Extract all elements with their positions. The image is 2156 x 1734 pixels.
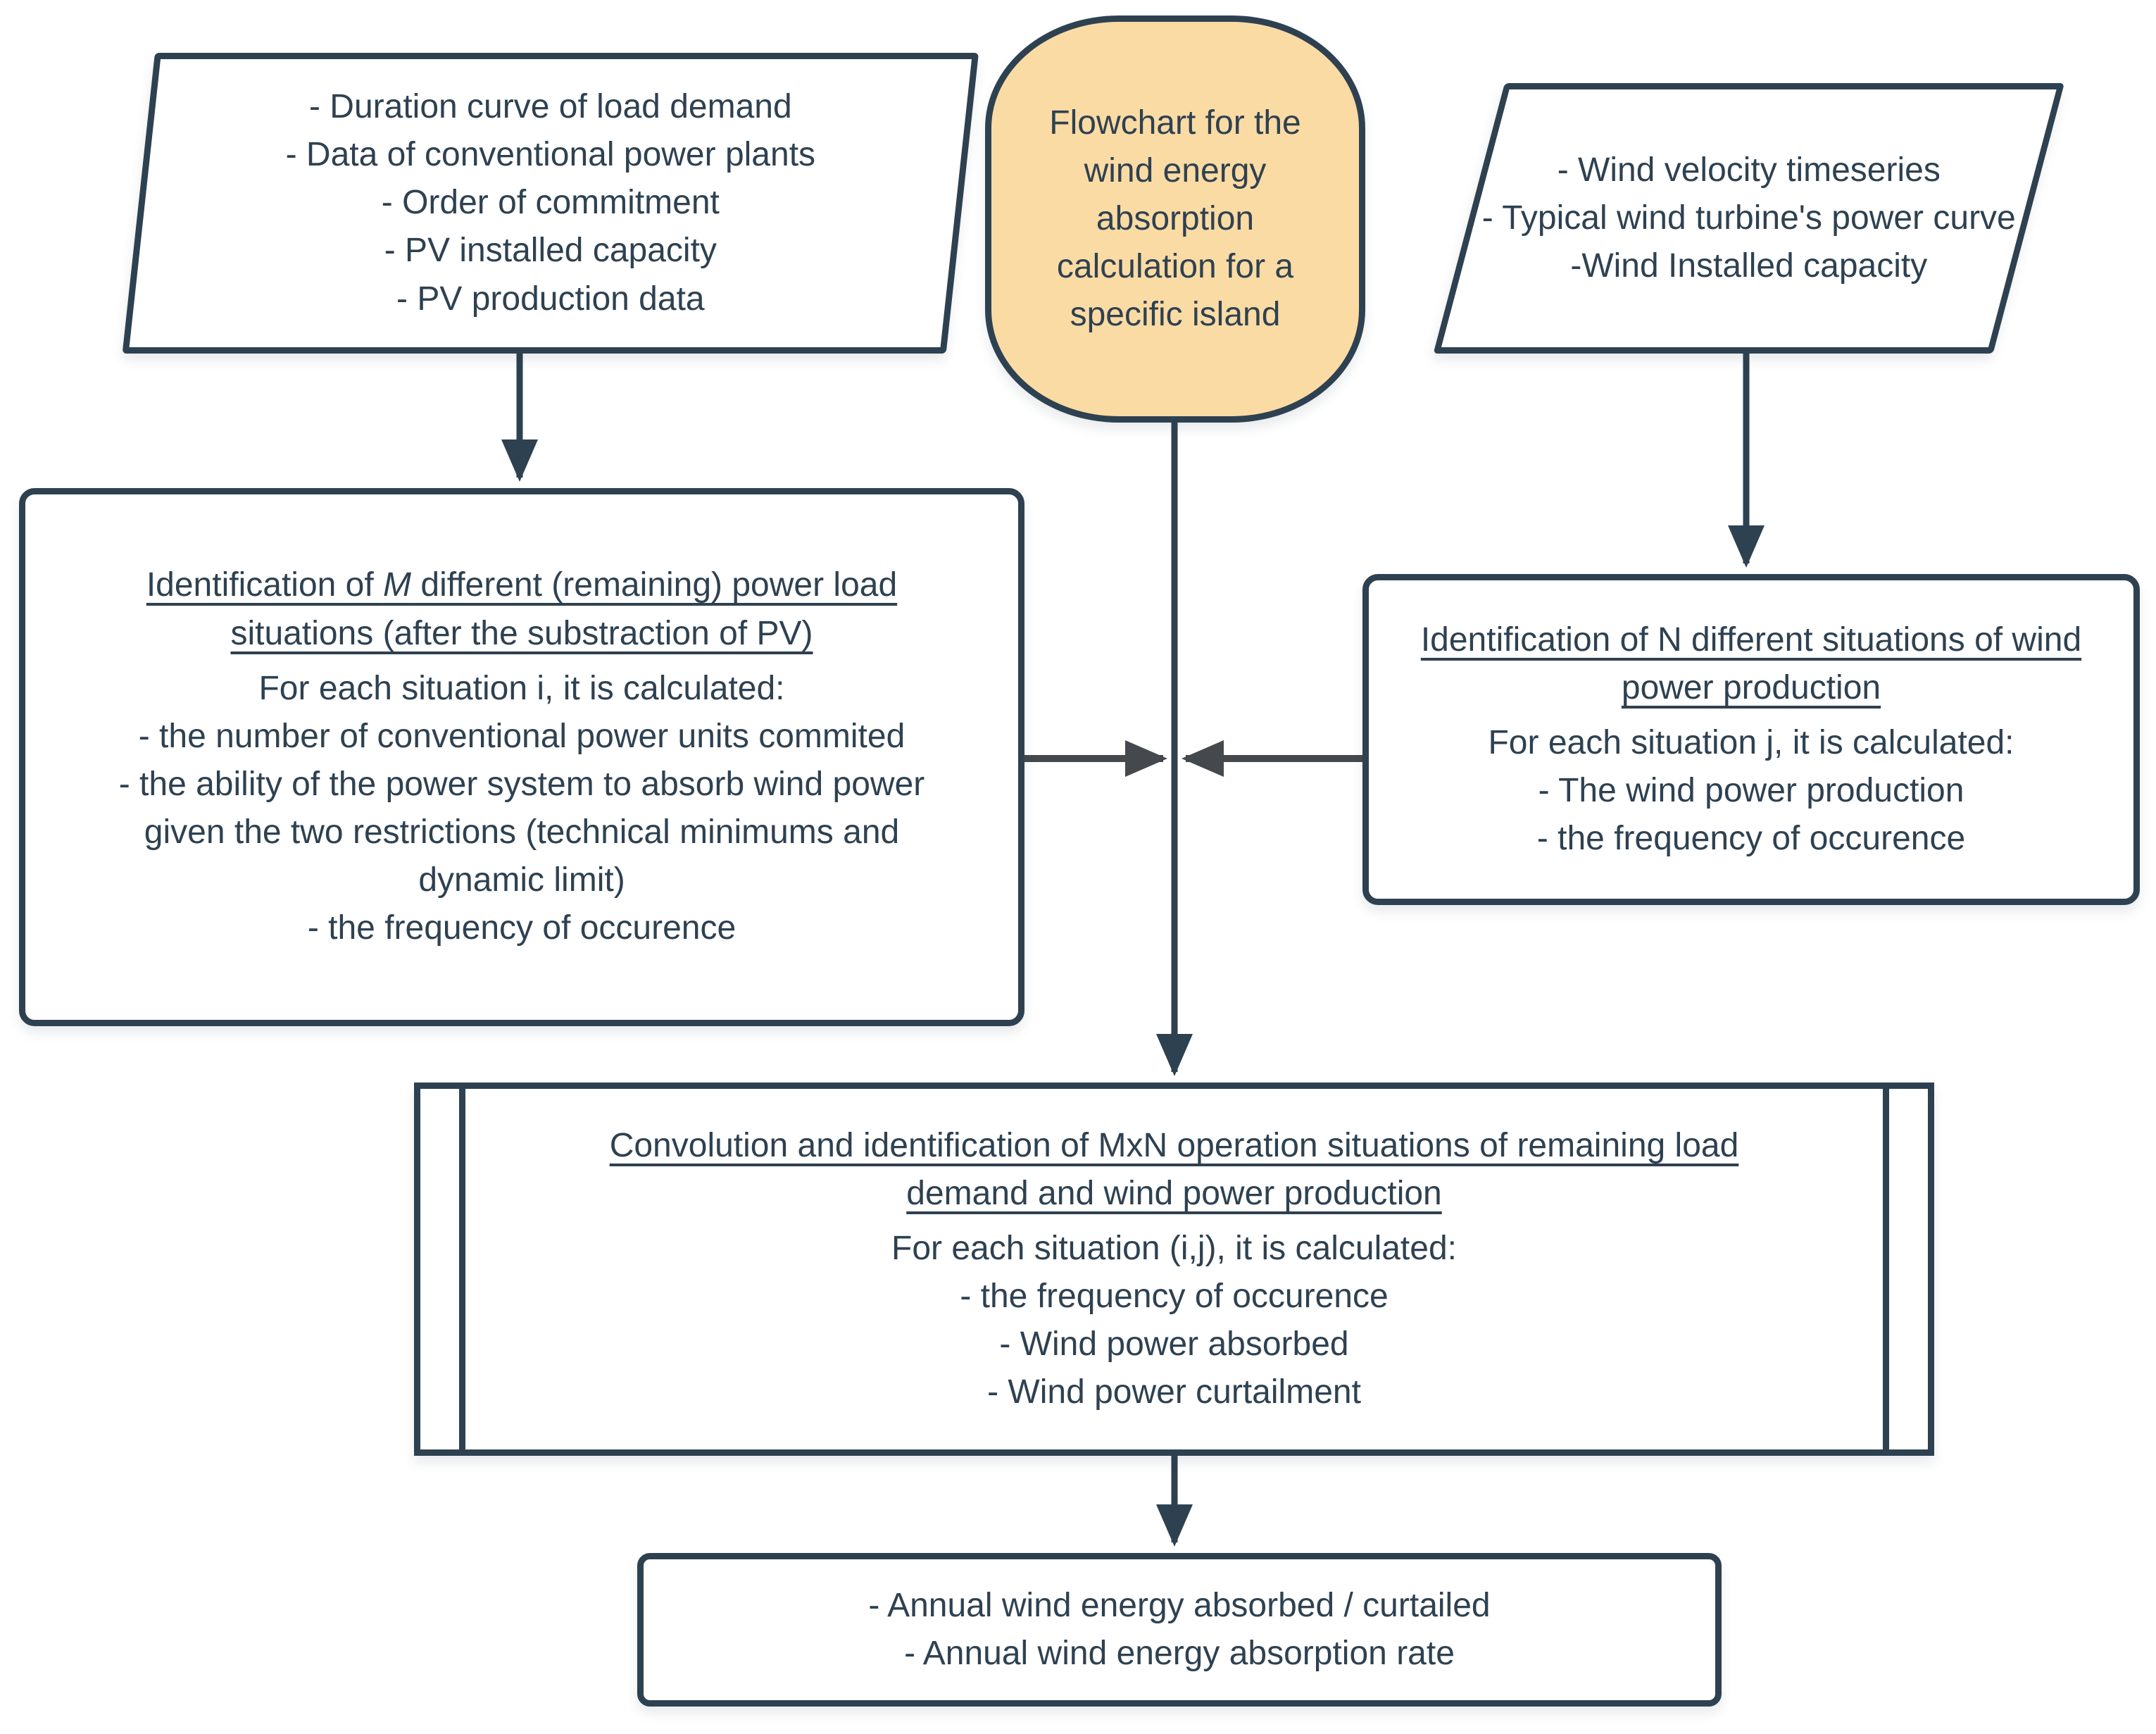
m-box-title-post: different (remaining) power load situati… xyxy=(230,566,898,652)
output-line: - Annual wind energy absorption rate xyxy=(904,1635,1455,1672)
n-box-line: For each situation j, it is calculated: xyxy=(1488,723,2014,761)
convolution-box-line: - the frequency of occurence xyxy=(960,1278,1389,1315)
convolution-box-title: Convolution and identification of MxN op… xyxy=(609,1126,1739,1212)
m-box-line: - the frequency of occurence xyxy=(307,909,737,947)
input-line: - Order of commitment xyxy=(381,184,720,222)
input-parallelogram-left-text: - Duration curve of load demand - Data o… xyxy=(145,83,956,323)
n-box-title: Identification of N different situations… xyxy=(1420,620,2082,706)
m-box-title: Identification of M different (remaining… xyxy=(85,561,958,657)
output-box-annual-results: - Annual wind energy absorbed / curtaile… xyxy=(637,1553,1722,1707)
output-line: - Annual wind energy absorbed / curtaile… xyxy=(868,1586,1491,1624)
process-box-n-situations: Identification of N different situations… xyxy=(1362,574,2140,905)
input-line: - PV installed capacity xyxy=(384,232,717,270)
convolution-box-line: For each situation (i,j), it is calculat… xyxy=(891,1229,1457,1267)
m-box-line: - the ability of the power system to abs… xyxy=(118,766,925,899)
process-box-m-situations: Identification of M different (remaining… xyxy=(19,488,1024,1026)
input-line: - PV production data xyxy=(396,280,705,318)
start-terminator: Flowchart for the wind energy absorption… xyxy=(985,15,1365,423)
input-line: - Data of conventional power plants xyxy=(285,136,816,174)
m-box-title-pre: Identification of xyxy=(146,566,384,604)
input-parallelogram-wind-data: - Wind velocity timeseries - Typical win… xyxy=(1433,83,2064,354)
input-line: -Wind Installed capacity xyxy=(1570,247,1928,285)
input-line: - Duration curve of load demand xyxy=(308,88,792,126)
start-terminator-text: Flowchart for the wind energy absorption… xyxy=(1049,104,1301,334)
n-box-line: - the frequency of occurence xyxy=(1536,820,1966,858)
m-box-line: - the number of conventional power units… xyxy=(138,717,905,755)
n-box-line: - The wind power production xyxy=(1538,772,1964,810)
predefined-process-left-bar xyxy=(459,1089,465,1449)
input-parallelogram-load-pv-data: - Duration curve of load demand - Data o… xyxy=(122,53,979,354)
m-box-line: For each situation i, it is calculated: xyxy=(258,669,785,707)
input-parallelogram-right-text: - Wind velocity timeseries - Typical win… xyxy=(1453,146,2044,290)
convolution-box-line: - Wind power curtailment xyxy=(987,1373,1361,1411)
input-line: - Wind velocity timeseries xyxy=(1557,151,1941,189)
predefined-process-right-bar xyxy=(1883,1089,1889,1449)
convolution-box-line: - Wind power absorbed xyxy=(999,1326,1349,1364)
input-line: - Typical wind turbine's power curve xyxy=(1481,199,2016,237)
predefined-process-box-convolution: Convolution and identification of MxN op… xyxy=(414,1083,1934,1456)
m-box-title-m: M xyxy=(383,566,412,604)
